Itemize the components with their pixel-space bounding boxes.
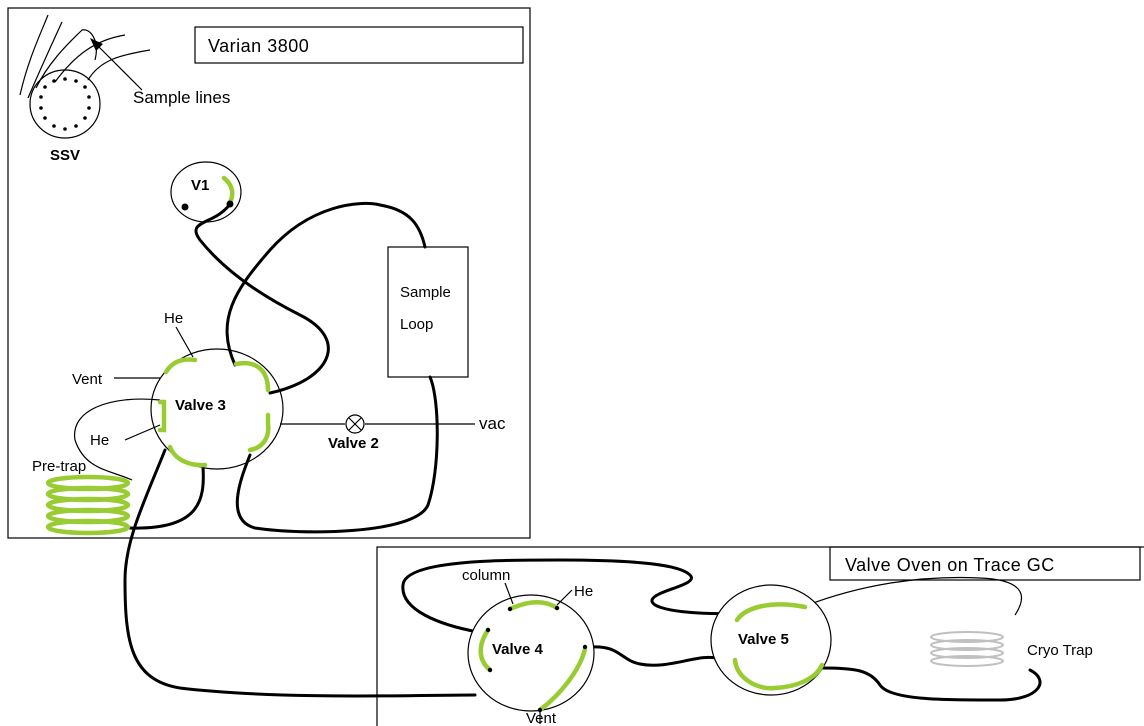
vent-bottom-label: Vent xyxy=(526,710,557,726)
valve4-to-valve5-upper-tube xyxy=(401,558,737,634)
he-left-label: He xyxy=(90,432,109,449)
he-top-label: He xyxy=(164,310,183,327)
valve4-port-1 xyxy=(507,606,513,612)
pretrap-loop-line xyxy=(74,398,161,481)
varian-title: Varian 3800 xyxy=(208,36,309,56)
sample-line-5 xyxy=(87,49,151,81)
ssv-valve xyxy=(29,69,101,139)
valve4-port-4 xyxy=(487,667,493,673)
he-left-line xyxy=(124,424,161,441)
sample-loop-label-line2: Loop xyxy=(400,316,433,333)
valve4 xyxy=(467,594,595,712)
trace-title-box xyxy=(829,546,1141,581)
sample-line-2 xyxy=(27,21,63,99)
he-v4-label: He xyxy=(574,583,593,600)
sample-lines-arrow xyxy=(95,43,143,91)
valve4-port-2 xyxy=(554,605,560,611)
valve4-port-6 xyxy=(537,707,543,713)
he-v4-line xyxy=(556,589,573,606)
column-label: column xyxy=(462,567,510,584)
sample-loop-label-line1: Sample xyxy=(400,284,451,301)
valve3-conn-right xyxy=(247,412,271,453)
valve3-label: Valve 3 xyxy=(175,397,226,414)
pretrap-coil xyxy=(45,474,131,536)
varian-3800-box xyxy=(7,7,531,539)
valve3-conn-bottom xyxy=(167,444,208,468)
ssv-label: SSV xyxy=(50,147,80,164)
valve3 xyxy=(150,348,284,470)
valve4-label: Valve 4 xyxy=(492,641,544,658)
valve4-conn-right xyxy=(537,646,588,713)
valve4-conn-top xyxy=(507,599,560,612)
valve3-to-loop-tube xyxy=(225,201,427,367)
v1-to-valve3-tube xyxy=(194,202,330,395)
sample-lines-arrowhead xyxy=(90,38,103,51)
sample-line-4 xyxy=(54,34,126,83)
trace-gc-box xyxy=(376,546,1144,726)
vac-label: vac xyxy=(479,414,506,433)
valve4-conn-left xyxy=(478,627,493,673)
he-top-line xyxy=(175,326,194,358)
varian-title-box xyxy=(194,26,524,64)
valve2-label: Valve 2 xyxy=(328,435,379,452)
sample-line-1 xyxy=(19,14,49,96)
valve3-to-valve4-tube xyxy=(123,448,477,698)
v1-label: V1 xyxy=(191,177,209,194)
valve4-port-3 xyxy=(485,627,491,633)
valve5-label: Valve 5 xyxy=(738,631,789,648)
valve4-to-valve5-lower-tube xyxy=(588,645,722,667)
valve3-conn-left xyxy=(157,399,167,433)
loop-to-valve3-tube xyxy=(235,375,439,534)
column-line xyxy=(504,582,514,605)
pretrap-label: Pre-trap xyxy=(32,458,86,475)
cryo-trap-label: Cryo Trap xyxy=(1027,642,1093,659)
valve5-to-cryo-thin xyxy=(804,576,1022,616)
valve4-port-5 xyxy=(582,644,588,650)
sample-loop-box xyxy=(387,246,469,378)
trace-title: Valve Oven on Trace GC xyxy=(845,555,1055,575)
valve5 xyxy=(710,584,832,696)
sample-lines-label: Sample lines xyxy=(133,88,230,107)
valve5-conn-top xyxy=(734,602,808,623)
cryo-trap-coil xyxy=(930,631,1004,667)
v1-port-left xyxy=(181,203,189,211)
valve3-to-pretrap-tube xyxy=(128,465,205,530)
valve2-x2 xyxy=(348,417,362,431)
vent-label: Vent xyxy=(72,371,103,388)
valve3-conn-top-left xyxy=(163,357,198,375)
valve3-conn-top-right xyxy=(233,360,271,393)
valve5-to-cryo-tube xyxy=(820,666,1042,702)
ssv-ports xyxy=(39,77,91,131)
valve5-conn-bottom xyxy=(732,657,825,691)
